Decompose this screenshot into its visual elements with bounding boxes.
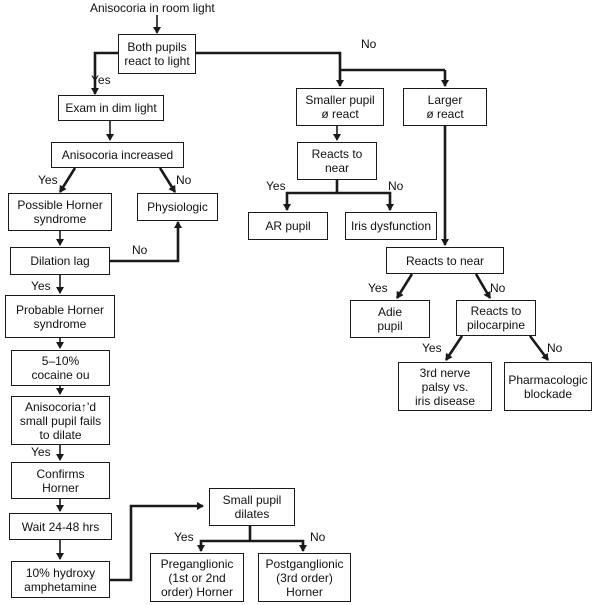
node-third-nerve: 3rd nerve palsy vs. iris disease bbox=[398, 362, 492, 411]
edge-increased-yes bbox=[58, 167, 77, 193]
node-reacts-near-1: Reacts to near bbox=[297, 142, 377, 180]
edge-pilo-yes bbox=[444, 335, 464, 361]
node-both-react: Both pupils react to light bbox=[118, 34, 196, 74]
edge-label-yes: Yes bbox=[422, 341, 442, 355]
node-small-pupil-dilates: Small pupil dilates bbox=[209, 488, 295, 526]
edge-near1-no bbox=[337, 191, 394, 211]
edge-label-no: No bbox=[388, 179, 404, 193]
node-possible-horner: Possible Horner syndrome bbox=[8, 193, 112, 231]
edge-near2-yes bbox=[395, 273, 414, 299]
edge-label-yes: Yes bbox=[91, 73, 111, 87]
node-confirms-horner: Confirms Horner bbox=[11, 462, 110, 499]
edge-both-yes bbox=[91, 51, 118, 95]
edge-both-no bbox=[196, 51, 342, 70]
node-physiologic: Physiologic bbox=[137, 193, 218, 221]
node-cocaine: 5–10% cocaine ou bbox=[11, 350, 110, 386]
node-hydroxy: 10% hydroxy amphetamine bbox=[11, 561, 110, 598]
node-adie-pupil: Adie pupil bbox=[350, 300, 430, 338]
node-smaller-pupil: Smaller pupil ø react bbox=[296, 88, 384, 126]
node-reacts-near-2: Reacts to near bbox=[386, 247, 504, 274]
node-larger-pupil: Larger ø react bbox=[403, 88, 487, 126]
edge-label-no: No bbox=[490, 281, 506, 295]
edge-label-yes: Yes bbox=[266, 179, 286, 193]
node-reacts-pilocarpine: Reacts to pilocarpine bbox=[456, 300, 536, 336]
edge-pilo-no bbox=[528, 335, 550, 361]
node-wait: Wait 24-48 hrs bbox=[9, 513, 112, 540]
edge-near1-yes bbox=[283, 191, 337, 211]
node-preganglionic: Preganglionic (1st or 2nd order) Horner bbox=[150, 553, 244, 602]
edge-label-yes: Yes bbox=[38, 173, 58, 187]
edge-label-no: No bbox=[176, 173, 192, 187]
node-anisocoria-increased: Anisocoria increased bbox=[51, 142, 184, 168]
edge-label-no: No bbox=[361, 37, 377, 51]
edge-increased-no bbox=[158, 167, 177, 193]
node-dilation-lag: Dilation lag bbox=[10, 247, 110, 275]
node-iris-dysfunction: Iris dysfunction bbox=[345, 212, 437, 240]
edge-label-yes: Yes bbox=[31, 445, 51, 459]
edge-label-no: No bbox=[132, 243, 148, 257]
edge-label-yes: Yes bbox=[368, 281, 388, 295]
node-ar-pupil: AR pupil bbox=[248, 212, 328, 240]
edge-label-no: No bbox=[310, 530, 326, 544]
edge-lag-no bbox=[110, 221, 182, 263]
node-dim-light: Exam in dim light bbox=[58, 95, 164, 121]
edge-near2-no bbox=[474, 273, 492, 299]
start-label: Anisocoria in room light bbox=[90, 1, 215, 15]
edge-label-no: No bbox=[547, 341, 563, 355]
edge-label-yes: Yes bbox=[174, 530, 194, 544]
node-probable-horner: Probable Horner syndrome bbox=[5, 295, 115, 338]
edge-dilates-no bbox=[250, 539, 307, 552]
node-pharmacologic: Pharmacologic blockade bbox=[504, 362, 592, 411]
edge-hydroxy-dilates bbox=[110, 502, 204, 582]
edge-dilates-yes bbox=[197, 539, 250, 552]
edge-label-yes: Yes bbox=[31, 279, 51, 293]
node-postganglionic: Postganglionic (3rd order) Horner bbox=[258, 553, 351, 602]
node-anisocoria-fails: Anisocoria↑'d small pupil fails to dilat… bbox=[11, 396, 110, 445]
